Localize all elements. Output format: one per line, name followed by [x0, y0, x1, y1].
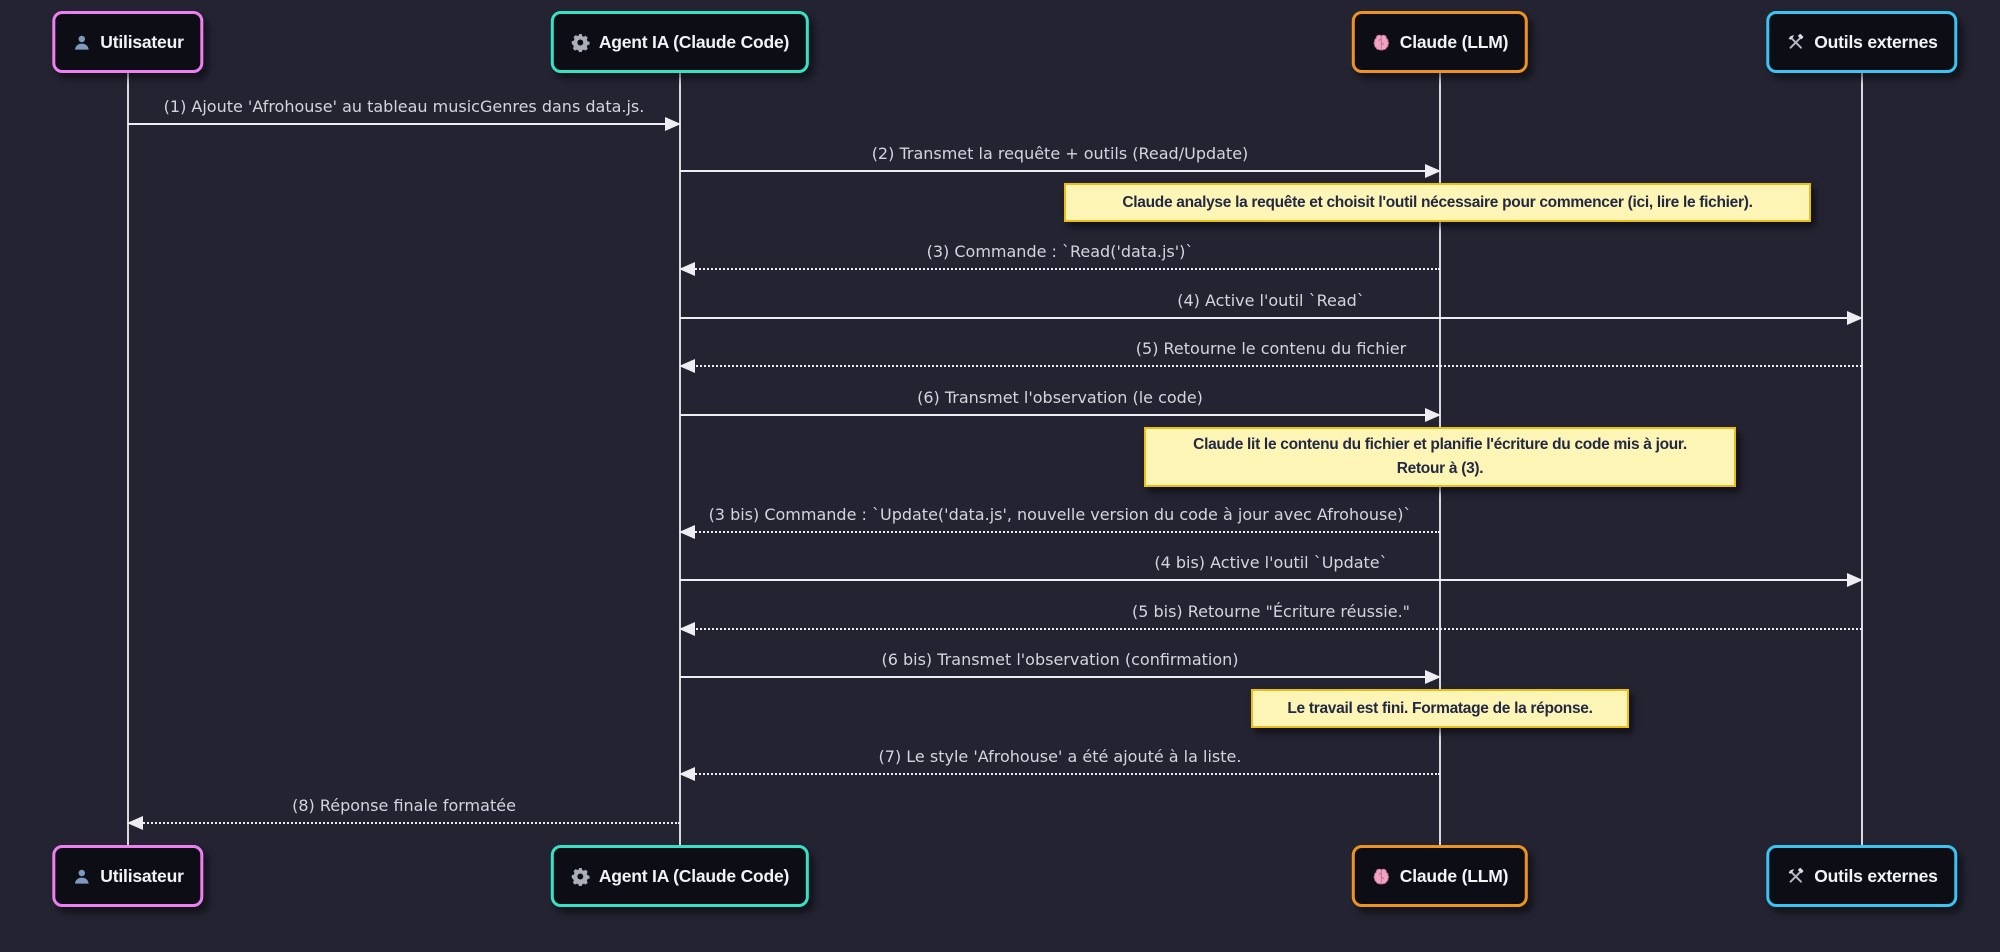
message-4-label: (4) Active l'outil `Read` — [1177, 291, 1365, 310]
message-5: (5) Retourne le contenu du fichier — [679, 338, 1862, 373]
arrowhead-right — [1425, 408, 1441, 422]
actor-label: Outils externes — [1814, 31, 1938, 52]
message-2-label: (2) Transmet la requête + outils (Read/U… — [871, 144, 1249, 163]
arrowhead-right — [665, 117, 681, 131]
arrowhead-right — [1425, 164, 1441, 178]
arrowhead-right — [1425, 670, 1441, 684]
lifeline-utilisateur — [127, 73, 129, 845]
message-5bis: (5 bis) Retourne "Écriture réussie." — [679, 601, 1862, 636]
message-7: (7) Le style 'Afrohouse' a été ajouté à … — [679, 746, 1440, 781]
message-5bis-label: (5 bis) Retourne "Écriture réussie." — [1131, 602, 1411, 621]
note-travail-fini: Le travail est fini. Formatage de la rép… — [1251, 689, 1629, 728]
actor-outils-externes-top: Outils externes — [1766, 11, 1958, 73]
message-4bis-label: (4 bis) Active l'outil `Update` — [1154, 553, 1388, 572]
lifeline-agent-ia — [679, 73, 681, 845]
actor-label: Claude (LLM) — [1399, 31, 1509, 52]
message-3: (3) Commande : `Read('data.js')` — [679, 241, 1440, 276]
person-icon — [72, 33, 91, 52]
message-5bis-arrow — [679, 622, 1862, 636]
message-2: (2) Transmet la requête + outils (Read/U… — [680, 143, 1441, 178]
arrowhead-left — [127, 816, 143, 830]
message-6: (6) Transmet l'observation (le code) — [680, 387, 1441, 422]
message-5-label: (5) Retourne le contenu du fichier — [1135, 339, 1407, 358]
message-6bis-arrow — [680, 670, 1441, 684]
note-text: Le travail est fini. Formatage de la rép… — [1287, 699, 1593, 717]
actor-label: Utilisateur — [100, 31, 184, 52]
actor-agent-ia-bottom: Agent IA (Claude Code) — [550, 845, 810, 907]
arrowhead-right — [1847, 311, 1863, 325]
arrowhead-left — [679, 262, 695, 276]
gear-icon — [571, 33, 590, 52]
message-6bis-label: (6 bis) Transmet l'observation (confirma… — [881, 650, 1239, 669]
message-1-label: (1) Ajoute 'Afrohouse' au tableau musicG… — [163, 97, 645, 116]
arrowhead-left — [679, 359, 695, 373]
message-2-arrow — [680, 164, 1441, 178]
actor-agent-ia-top: Agent IA (Claude Code) — [550, 11, 810, 73]
lifeline-outils-externes — [1861, 73, 1863, 845]
actor-claude-llm-top: Claude (LLM) — [1351, 11, 1529, 73]
note-text: Claude lit le contenu du fichier et plan… — [1193, 436, 1687, 453]
note-text: Retour à (3). — [1396, 460, 1484, 477]
message-7-label: (7) Le style 'Afrohouse' a été ajouté à … — [878, 747, 1242, 766]
message-6bis: (6 bis) Transmet l'observation (confirma… — [680, 649, 1441, 684]
note-text: Claude analyse la requête et choisit l'o… — [1122, 193, 1753, 211]
message-8-label: (8) Réponse finale formatée — [292, 796, 516, 815]
message-6-label: (6) Transmet l'observation (le code) — [917, 388, 1203, 407]
message-1: (1) Ajoute 'Afrohouse' au tableau musicG… — [128, 96, 681, 131]
note-lecture-planification: Claude lit le contenu du fichier et plan… — [1144, 427, 1736, 487]
brain-icon — [1372, 33, 1391, 52]
person-icon — [72, 867, 91, 886]
tools-icon — [1786, 867, 1805, 886]
message-3-label: (3) Commande : `Read('data.js')` — [926, 242, 1194, 261]
message-1-arrow — [128, 117, 681, 131]
message-4bis-arrow — [680, 573, 1863, 587]
actor-claude-llm-bottom: Claude (LLM) — [1351, 845, 1529, 907]
arrowhead-left — [679, 622, 695, 636]
actor-label: Utilisateur — [100, 865, 184, 886]
message-7-arrow — [679, 767, 1440, 781]
brain-icon — [1372, 867, 1391, 886]
actor-label: Outils externes — [1814, 865, 1938, 886]
message-3-arrow — [679, 262, 1440, 276]
gear-icon — [571, 867, 590, 886]
arrowhead-left — [679, 767, 695, 781]
tools-icon — [1786, 33, 1805, 52]
message-3bis-arrow — [679, 525, 1440, 539]
actor-label: Agent IA (Claude Code) — [598, 31, 790, 52]
note-analyse-requete: Claude analyse la requête et choisit l'o… — [1064, 183, 1811, 222]
actor-utilisateur-top: Utilisateur — [52, 11, 204, 73]
arrowhead-left — [679, 525, 695, 539]
message-3bis: (3 bis) Commande : `Update('data.js', no… — [679, 504, 1440, 539]
message-5-arrow — [679, 359, 1862, 373]
message-4-arrow — [680, 311, 1863, 325]
actor-label: Agent IA (Claude Code) — [598, 865, 790, 886]
actor-label: Claude (LLM) — [1399, 865, 1509, 886]
message-4bis: (4 bis) Active l'outil `Update` — [680, 552, 1863, 587]
message-8: (8) Réponse finale formatée — [127, 795, 680, 830]
actor-utilisateur-bottom: Utilisateur — [52, 845, 204, 907]
actor-outils-externes-bottom: Outils externes — [1766, 845, 1958, 907]
message-4: (4) Active l'outil `Read` — [680, 290, 1863, 325]
message-8-arrow — [127, 816, 680, 830]
arrowhead-right — [1847, 573, 1863, 587]
message-6-arrow — [680, 408, 1441, 422]
message-3bis-label: (3 bis) Commande : `Update('data.js', no… — [708, 505, 1412, 524]
